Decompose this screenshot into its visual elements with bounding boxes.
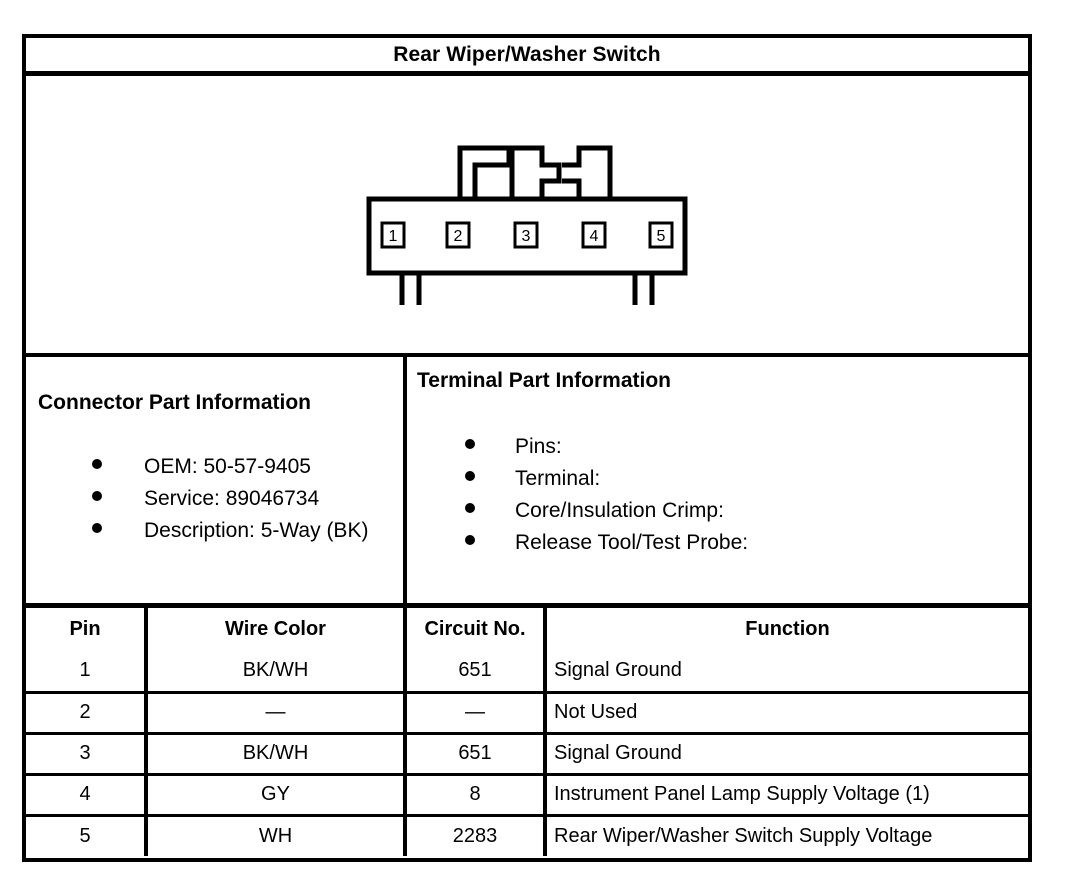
column-header-wire-color: Wire Color [146, 608, 407, 651]
terminal-pins: Pins: [515, 435, 562, 458]
latch-left-icon [457, 145, 512, 199]
bullet-icon [465, 471, 475, 481]
pin-box-2: 2 [445, 221, 471, 248]
table-header-row: Pin Wire Color Circuit No. Function [26, 608, 1028, 651]
svg-text:1: 1 [389, 228, 398, 245]
cell-pin: 5 [26, 815, 148, 856]
bullet-icon [465, 503, 475, 513]
cell-pin: 4 [26, 774, 148, 817]
connector-data-sheet: Rear Wiper/Washer Switch [22, 34, 1032, 862]
bullet-icon [92, 523, 102, 533]
list-item: Service: 89046734 [38, 483, 393, 515]
column-header-pin: Pin [26, 608, 148, 651]
pin-box-1: 1 [380, 221, 406, 248]
svg-text:3: 3 [522, 228, 531, 245]
svg-text:2: 2 [454, 228, 463, 245]
cell-pin: 2 [26, 692, 148, 735]
latch-center-icon [509, 145, 562, 199]
connector-leg-right [632, 272, 655, 305]
bullet-icon [465, 535, 475, 545]
list-item: Release Tool/Test Probe: [417, 527, 1018, 559]
latch-right-inner-icon [562, 178, 582, 199]
table-row: 2 — — Not Used [26, 692, 1028, 735]
pin-number-group: 1 2 3 4 5 [380, 221, 674, 248]
part-information-row: Connector Part Information OEM: 50-57-94… [26, 357, 1028, 608]
latch-right-icon [562, 145, 613, 199]
svg-text:4: 4 [590, 228, 599, 245]
sheet-title-bar: Rear Wiper/Washer Switch [26, 38, 1028, 76]
column-header-function: Function [745, 618, 830, 640]
cell-wire-color: GY [146, 774, 407, 817]
cell-circuit-no: 2283 [405, 815, 547, 856]
terminal-core-insulation-crimp: Core/Insulation Crimp: [515, 499, 724, 522]
pin-assignment-table: Pin Wire Color Circuit No. Function 1 BK… [26, 608, 1028, 856]
list-item: OEM: 50-57-9405 [38, 451, 393, 483]
cell-function: Signal Ground [545, 651, 1028, 694]
connector-oem: OEM: 50-57-9405 [144, 455, 311, 478]
terminal-terminal: Terminal: [515, 467, 601, 490]
cell-circuit-no: 651 [405, 733, 547, 776]
connector-part-information-box: Connector Part Information OEM: 50-57-94… [26, 357, 407, 603]
bullet-icon [465, 439, 475, 449]
list-item: Pins: [417, 431, 1018, 463]
connector-drawing-area: 1 2 3 4 5 [26, 76, 1028, 357]
terminal-part-information-list: Pins: Terminal: Core/Insulation Crimp: R… [417, 431, 1018, 559]
connector-part-information-heading: Connector Part Information [38, 391, 312, 414]
terminal-part-information-heading: Terminal Part Information [417, 369, 671, 392]
connector-description: Description: 5-Way (BK) [144, 519, 369, 542]
column-header-circuit-no: Circuit No. [405, 608, 547, 651]
cell-pin: 1 [26, 651, 148, 694]
table-row: 5 WH 2283 Rear Wiper/Washer Switch Suppl… [26, 815, 1028, 856]
cell-pin: 3 [26, 733, 148, 776]
connector-service: Service: 89046734 [144, 487, 320, 510]
cell-circuit-no: 8 [405, 774, 547, 817]
svg-text:5: 5 [657, 228, 666, 245]
cell-function: Rear Wiper/Washer Switch Supply Voltage [554, 824, 933, 847]
table-row: 3 BK/WH 651 Signal Ground [26, 733, 1028, 776]
terminal-part-information-box: Terminal Part Information Pins: Terminal… [407, 357, 1028, 603]
connector-diagram: 1 2 3 4 5 [366, 145, 688, 305]
bullet-icon [92, 491, 102, 501]
cell-function: Not Used [545, 692, 1028, 735]
cell-wire-color: WH [146, 815, 407, 856]
cell-circuit-no: 651 [405, 651, 547, 694]
cell-wire-color: BK/WH [146, 651, 407, 694]
pin-box-5: 5 [648, 221, 674, 248]
page-title: Rear Wiper/Washer Switch [393, 42, 661, 66]
connector-body [366, 196, 688, 275]
list-item: Terminal: [417, 463, 1018, 495]
bullet-icon [92, 459, 102, 469]
list-item: Description: 5-Way (BK) [38, 515, 393, 547]
table-row: 4 GY 8 Instrument Panel Lamp Supply Volt… [26, 774, 1028, 817]
cell-function: Instrument Panel Lamp Supply Voltage (1) [545, 774, 1028, 817]
cell-circuit-no: — [405, 692, 547, 735]
connector-part-information-list: OEM: 50-57-9405 Service: 89046734 Descri… [38, 451, 393, 547]
table-row: 1 BK/WH 651 Signal Ground [26, 651, 1028, 694]
pin-box-3: 3 [513, 221, 539, 248]
terminal-release-tool-test-probe: Release Tool/Test Probe: [515, 531, 749, 554]
connector-leg-left [399, 272, 422, 305]
list-item: Core/Insulation Crimp: [417, 495, 1018, 527]
pin-box-4: 4 [581, 221, 607, 248]
cell-wire-color: BK/WH [146, 733, 407, 776]
cell-wire-color: — [146, 692, 407, 735]
cell-function: Signal Ground [545, 733, 1028, 776]
